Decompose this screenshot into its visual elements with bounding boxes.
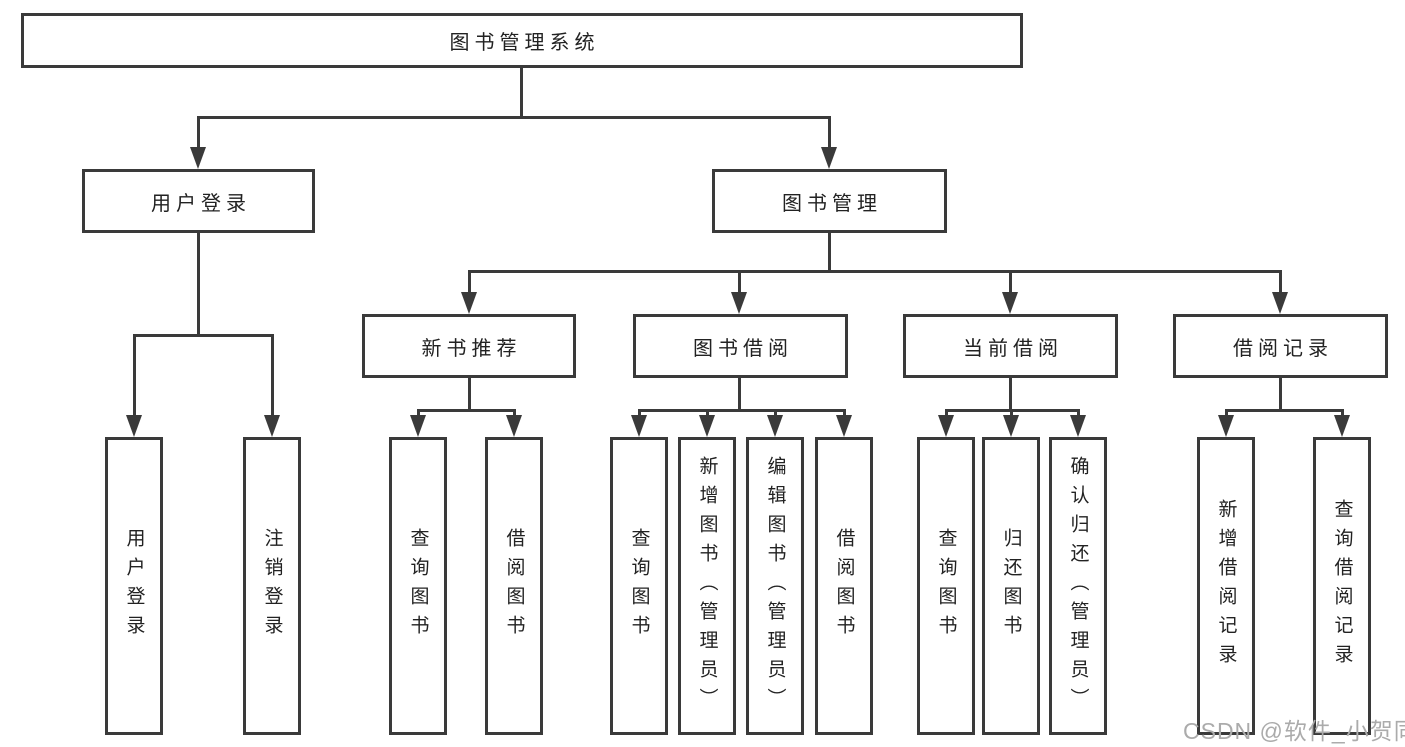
node-label: 用户登录 (123, 528, 145, 644)
arrowhead-icon (821, 147, 837, 169)
leaf-records-query-borrow-record: 查询借阅记录 (1313, 437, 1371, 735)
leaf-borrowing-borrow-books: 借阅图书 (815, 437, 873, 735)
connector-line (706, 409, 709, 418)
leaf-current-query-books: 查询图书 (917, 437, 975, 735)
connector-line (1279, 270, 1282, 295)
leaf-borrowing-query-books: 查询图书 (610, 437, 668, 735)
leaf-records-add-borrow-record: 新增借阅记录 (1197, 437, 1255, 735)
node-label: 新书推荐 (421, 337, 522, 360)
node-label: 查询借阅记录 (1331, 499, 1353, 673)
leaf-user-login: 用户登录 (105, 437, 163, 735)
node-borrowing-records: 借阅记录 (1173, 314, 1388, 378)
connector-line (1341, 409, 1344, 418)
node-label: 借阅图书 (833, 528, 855, 644)
node-book-management: 图书管理 (712, 169, 947, 233)
arrowhead-icon (699, 415, 715, 437)
connector-line (133, 334, 273, 337)
arrowhead-icon (767, 415, 783, 437)
arrowhead-icon (731, 292, 747, 314)
leaf-recommend-query-books: 查询图书 (389, 437, 447, 735)
connector-line (468, 270, 471, 295)
node-label: 当前借阅 (963, 337, 1063, 360)
leaf-logout: 注销登录 (243, 437, 301, 735)
connector-line (774, 409, 777, 418)
connector-line (638, 409, 846, 412)
connector-line (520, 68, 523, 116)
node-label: 查询图书 (935, 528, 957, 644)
csdn-watermark: CSDN @软件_小贺同学 (1183, 718, 1405, 744)
node-label: 图书管理系统 (449, 32, 600, 54)
connector-line (738, 270, 741, 295)
node-user-login: 用户登录 (82, 169, 315, 233)
node-label: 用户登录 (151, 192, 251, 215)
node-library-management-system: 图书管理系统 (21, 13, 1023, 68)
node-label: 新增图书（管理员） (696, 455, 718, 717)
leaf-borrowing-add-books-admin: 新增图书（管理员） (678, 437, 736, 735)
arrowhead-icon (836, 415, 852, 437)
arrowhead-icon (1003, 415, 1019, 437)
arrowhead-icon (1272, 292, 1288, 314)
connector-line (738, 378, 741, 412)
connector-line (197, 233, 200, 337)
connector-line (1225, 409, 1228, 418)
connector-line (1279, 378, 1282, 412)
node-label: 新增借阅记录 (1215, 499, 1237, 673)
connector-line (1009, 270, 1012, 295)
arrowhead-icon (1002, 292, 1018, 314)
connector-line (828, 233, 831, 273)
node-label: 注销登录 (261, 528, 283, 644)
connector-line (271, 334, 274, 418)
leaf-current-confirm-return-admin: 确认归还（管理员） (1049, 437, 1107, 735)
connector-line (1077, 409, 1080, 418)
connector-line (945, 409, 948, 418)
node-new-book-recommend: 新书推荐 (362, 314, 576, 378)
connector-line (1009, 378, 1012, 412)
node-label: 编辑图书（管理员） (764, 455, 786, 717)
arrowhead-icon (190, 147, 206, 169)
node-label: 借阅图书 (503, 528, 525, 644)
connector-line (417, 409, 515, 412)
arrowhead-icon (410, 415, 426, 437)
arrowhead-icon (631, 415, 647, 437)
node-label: 查询图书 (628, 528, 650, 644)
leaf-current-return-books: 归还图书 (982, 437, 1040, 735)
node-label: 确认归还（管理员） (1067, 455, 1089, 717)
connector-line (513, 409, 516, 418)
connector-line (468, 378, 471, 412)
arrowhead-icon (1070, 415, 1086, 437)
node-label: 图书借阅 (693, 337, 793, 360)
connector-line (1010, 409, 1013, 418)
leaf-borrowing-edit-books-admin: 编辑图书（管理员） (746, 437, 804, 735)
node-current-borrowing: 当前借阅 (903, 314, 1118, 378)
node-label: 归还图书 (1000, 528, 1022, 644)
arrowhead-icon (1218, 415, 1234, 437)
connector-line (417, 409, 420, 418)
connector-line (638, 409, 641, 418)
connector-line (133, 334, 136, 418)
arrowhead-icon (126, 415, 142, 437)
connector-line (828, 116, 831, 150)
connector-line (197, 116, 830, 119)
connector-line (468, 270, 1282, 273)
leaf-recommend-borrow-books: 借阅图书 (485, 437, 543, 735)
connector-line (197, 116, 200, 150)
node-label: 查询图书 (407, 528, 429, 644)
arrowhead-icon (938, 415, 954, 437)
node-label: 借阅记录 (1233, 337, 1333, 360)
arrowhead-icon (506, 415, 522, 437)
node-book-borrowing: 图书借阅 (633, 314, 848, 378)
arrowhead-icon (461, 292, 477, 314)
connector-line (843, 409, 846, 418)
node-label: 图书管理 (782, 192, 882, 215)
connector-line (1225, 409, 1343, 412)
arrowhead-icon (264, 415, 280, 437)
arrowhead-icon (1334, 415, 1350, 437)
